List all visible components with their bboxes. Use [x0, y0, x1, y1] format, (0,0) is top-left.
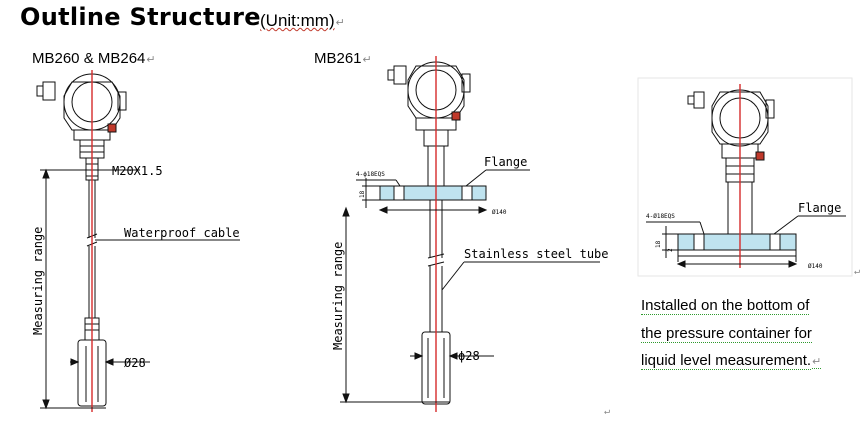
paragraph-mark: ↵	[854, 266, 860, 277]
drawing-bottom-mount	[646, 84, 846, 268]
paragraph-mark: ↵	[604, 406, 610, 417]
unit-text: (Unit:mm)	[260, 11, 335, 30]
right-drawing-frame	[637, 77, 853, 277]
flange-label-middle: Flange	[484, 155, 527, 169]
dim18-label-middle: 18	[359, 190, 366, 198]
model-label-left: MB260 & MB264↵	[32, 50, 156, 67]
transmitter-housing-left	[36, 73, 127, 159]
diameter-label-left: Ø28	[124, 356, 146, 370]
tube-label: Stainless steel tube	[464, 247, 609, 261]
diameter-label-middle: ϕ28	[458, 349, 480, 363]
thread-label: M20X1.5	[112, 164, 163, 178]
page-title: Outline Structure	[20, 3, 261, 31]
model-middle-text: MB261	[314, 50, 362, 67]
holes-label-right: 4-Ø18EQS	[646, 213, 675, 220]
model-left-text: MB260 & MB264	[32, 50, 146, 67]
paragraph-mark: ↵	[812, 356, 822, 369]
note-line-2: the pressure container for	[641, 324, 812, 343]
paragraph-mark: ↵	[146, 54, 156, 66]
drawing-mb260	[36, 70, 240, 412]
paragraph-mark: ↵	[335, 17, 345, 29]
model-label-middle: MB261↵	[314, 50, 372, 67]
measuring-range-middle: Measuring range	[331, 242, 345, 350]
drawing-mb261	[340, 56, 600, 412]
dia140-label-right: Ø140	[808, 263, 823, 270]
cable-label: Waterproof cable	[124, 226, 240, 240]
measuring-range-left: Measuring range	[31, 227, 45, 335]
dia140-label-middle: Ø140	[492, 209, 507, 216]
paragraph-mark: ↵	[362, 54, 372, 66]
transmitter-housing-middle	[387, 61, 471, 147]
dim18-label-right: 18	[655, 240, 662, 248]
flange-label-right: Flange	[798, 201, 841, 215]
note-line-3: liquid level measurement.↵	[641, 352, 822, 370]
unit-label: (Unit:mm)↵	[260, 11, 345, 31]
dim2-label-right: 2	[667, 248, 674, 252]
transmitter-housing-right	[687, 89, 775, 183]
holes-label-middle: 4-ϕ18EQS	[356, 171, 385, 178]
note-line-1: Installed on the bottom of	[641, 297, 810, 315]
installation-note: Installed on the bottom of the pressure …	[641, 292, 822, 377]
